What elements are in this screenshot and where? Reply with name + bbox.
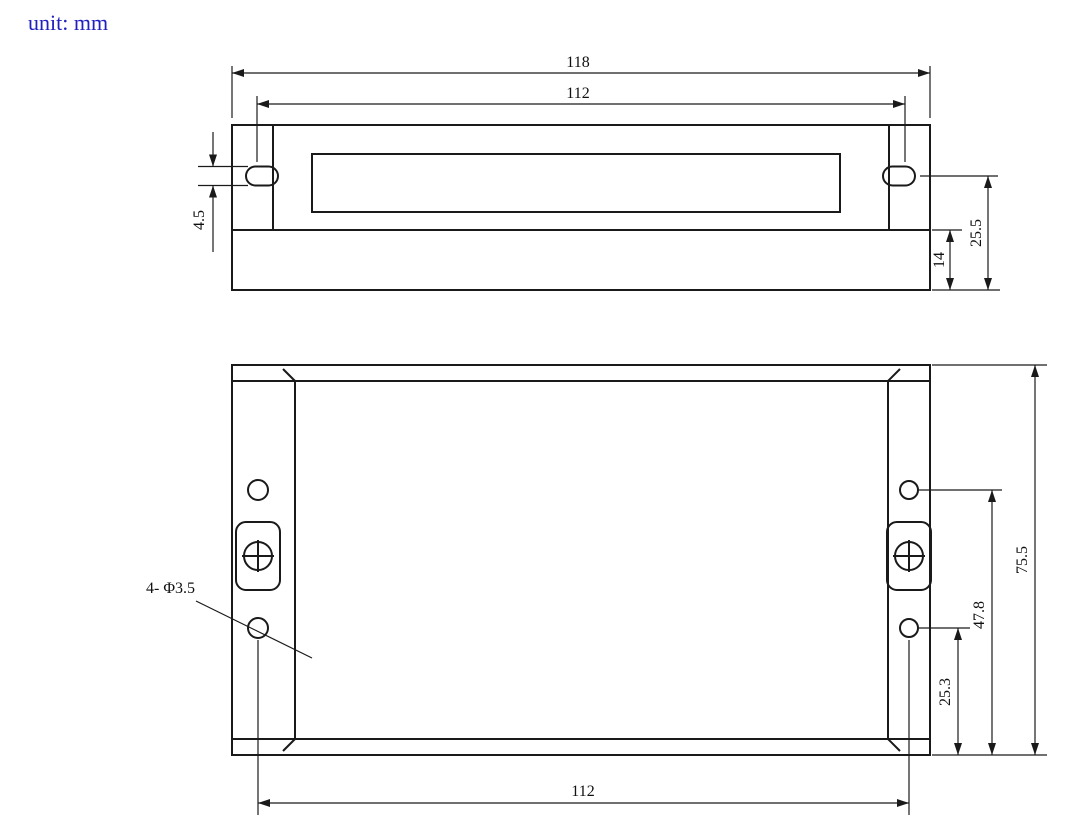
screw-head-right-icon — [893, 540, 925, 572]
top-view-dimension-lines — [209, 69, 992, 290]
dim-slot-spacing-112: 112 — [566, 85, 589, 102]
dim-slot-width-4-5: 4.5 — [191, 210, 208, 230]
dim-overall-depth-25-5: 25.5 — [968, 219, 985, 247]
top-view: 118 112 4.5 14 25.5 — [191, 54, 1000, 291]
dim-overall-width-118: 118 — [566, 54, 589, 71]
left-flange-features — [235, 479, 281, 639]
dim-overall-height-75-5: 75.5 — [1014, 546, 1031, 574]
dim-hole-spacing-112: 112 — [571, 783, 594, 800]
top-view-outline — [231, 124, 931, 291]
screw-block-left — [235, 521, 281, 591]
dim-base-height-14: 14 — [931, 252, 948, 268]
dim-hole-upper-offset-47-8: 47.8 — [971, 601, 988, 629]
dim-hole-bottom-offset-25-3: 25.3 — [937, 678, 954, 706]
mounting-hole-top-left — [247, 479, 269, 501]
front-view: 4- Φ3.5 25.3 47.8 75.5 112 — [146, 364, 1047, 815]
mounting-slot-right — [882, 165, 916, 187]
right-flange-features — [886, 480, 932, 638]
mounting-hole-bottom-right — [899, 618, 919, 638]
mounting-hole-bottom-left — [247, 617, 269, 639]
mounting-hole-top-right — [899, 480, 919, 500]
mounting-slot-left — [245, 165, 279, 187]
front-view-outline — [231, 364, 931, 756]
screw-head-left-icon — [242, 540, 274, 572]
front-view-dimension-lines — [258, 365, 1039, 807]
top-view-extension-lines — [198, 66, 1000, 291]
screw-block-right — [886, 521, 932, 591]
unit-label: unit: mm — [28, 10, 108, 35]
front-view-extension-lines — [257, 364, 1047, 815]
front-slot-opening — [311, 153, 841, 213]
hole-callout-label: 4- Φ3.5 — [146, 580, 195, 597]
hole-callout-leader — [195, 600, 313, 659]
